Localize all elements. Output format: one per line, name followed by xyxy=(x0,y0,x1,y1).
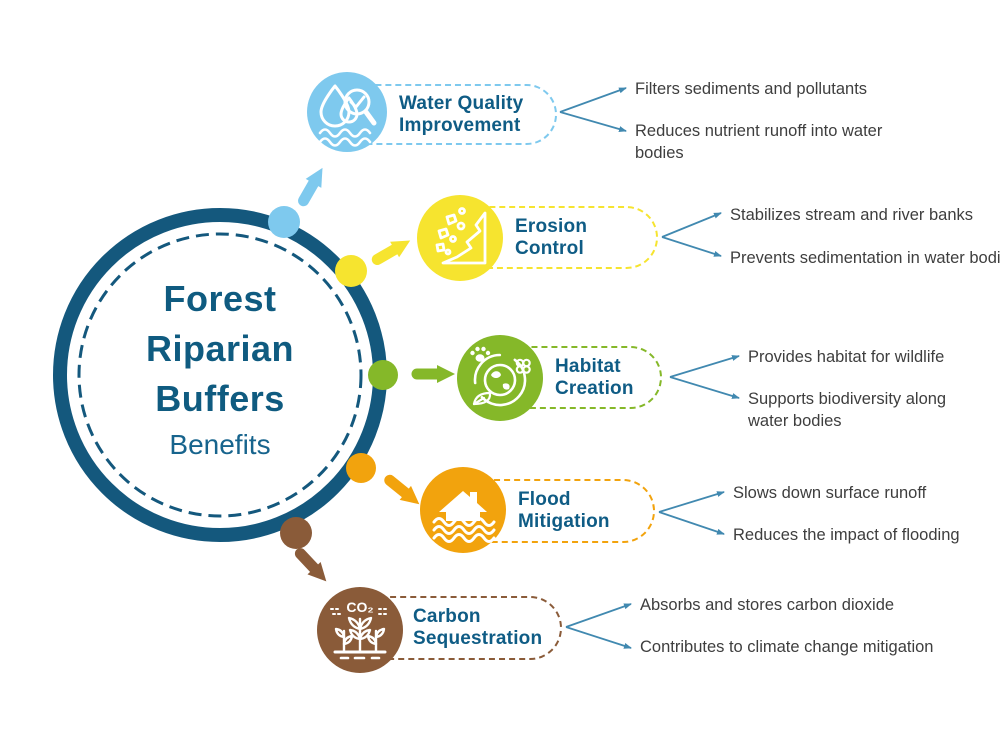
erosion-arrow-icon xyxy=(371,240,411,265)
benefit-label-line2: Creation xyxy=(555,377,634,399)
benefit-point: Stabilizes stream and river banks xyxy=(730,206,974,224)
benefit-label-line2: Control xyxy=(515,237,584,259)
benefit-point: Filters sediments and pollutants xyxy=(635,80,868,98)
center-title: Forest Riparian Buffers Benefits xyxy=(90,274,350,464)
benefit-label-line2: Sequestration xyxy=(413,628,543,649)
carbon-arrow-icon xyxy=(294,548,327,582)
title-line: Forest xyxy=(163,278,277,319)
benefit-label-line1: Water Quality xyxy=(399,92,524,114)
benefit-point: Prevents sedimentation in water bodies xyxy=(730,249,1000,267)
flood-arrow-icon xyxy=(384,474,420,505)
carbon-connector xyxy=(280,517,632,649)
water-quality-icon xyxy=(307,72,387,152)
habitat-creation-icon xyxy=(457,335,543,421)
habitat-arrow-icon xyxy=(411,365,455,383)
carbon-sequestration-icon: CO₂ xyxy=(317,587,403,673)
benefit-point: Supports biodiversity along water bodies xyxy=(748,390,947,430)
habitat-connector xyxy=(368,355,740,399)
benefit-label-line1: Flood xyxy=(518,489,571,510)
erosion-connector xyxy=(335,212,722,287)
benefit-label-line1: Carbon xyxy=(413,606,481,627)
benefit-point: Absorbs and stores carbon dioxide xyxy=(640,596,895,614)
benefit-point: Reduces the impact of flooding xyxy=(733,526,960,544)
title-line: Riparian xyxy=(145,328,295,369)
erosion-control-icon xyxy=(417,195,503,281)
flood-mitigation-icon xyxy=(420,467,506,553)
water-arrow-icon xyxy=(298,167,323,207)
water-quality-connector xyxy=(268,87,627,238)
flood-connector xyxy=(346,453,725,535)
benefit-label-line2: Improvement xyxy=(399,114,521,136)
svg-text:CO₂: CO₂ xyxy=(346,599,373,615)
benefit-label-line2: Mitigation xyxy=(518,511,610,532)
benefit-point: Provides habitat for wildlife xyxy=(748,348,945,366)
title-line: Buffers xyxy=(155,378,285,419)
benefit-label-line1: Erosion xyxy=(515,215,588,237)
benefit-point: Contributes to climate change mitigation xyxy=(640,638,934,656)
benefit-point: Reduces nutrient runoff into water bodie… xyxy=(635,122,883,162)
benefit-point: Slows down surface runoff xyxy=(733,484,927,502)
benefit-label-line1: Habitat xyxy=(555,355,621,377)
title-subtitle: Benefits xyxy=(169,429,271,460)
